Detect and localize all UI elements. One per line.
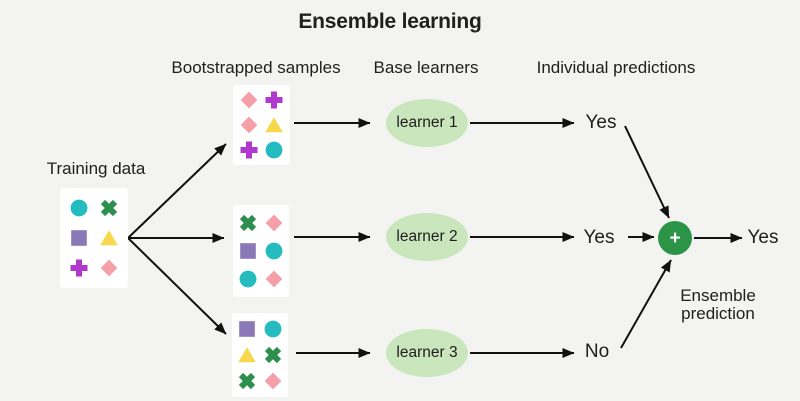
label-bootstrapped-samples: Bootstrapped samples bbox=[171, 58, 341, 77]
learner-2-node: learner 2 bbox=[386, 213, 468, 261]
cross-shape bbox=[263, 345, 283, 365]
learner-1-label: learner 1 bbox=[396, 114, 458, 131]
prediction-2-label: Yes bbox=[583, 227, 615, 248]
page-title: Ensemble learning bbox=[298, 10, 482, 33]
diamond-shape bbox=[263, 371, 283, 391]
triangle-shape bbox=[264, 115, 284, 135]
learner-1-node: learner 1 bbox=[386, 99, 468, 147]
learner-2-label: learner 2 bbox=[396, 228, 458, 245]
cross-shape bbox=[99, 198, 119, 218]
plus-shape bbox=[239, 140, 259, 160]
label-ensemble-prediction: Ensemble prediction bbox=[680, 287, 756, 323]
diamond-shape bbox=[264, 213, 284, 233]
triangle-shape bbox=[99, 228, 119, 248]
training-data-box bbox=[60, 188, 128, 288]
bootstrap-sample-box-1 bbox=[233, 85, 290, 165]
diamond-shape bbox=[264, 269, 284, 289]
plus-icon: + bbox=[669, 227, 681, 249]
arrow-prediction-1-to-aggregator bbox=[624, 125, 670, 219]
final-prediction-label: Yes bbox=[747, 227, 779, 248]
arrow-training-to-sample-3 bbox=[127, 237, 227, 335]
prediction-1-label: Yes bbox=[585, 112, 617, 133]
prediction-3-label: No bbox=[584, 341, 610, 362]
plus-shape bbox=[264, 90, 284, 110]
bootstrap-sample-box-3 bbox=[232, 313, 288, 397]
label-training-data: Training data bbox=[46, 159, 146, 178]
circle-shape bbox=[238, 269, 258, 289]
bootstrap-sample-box-2 bbox=[233, 205, 289, 297]
plus-shape bbox=[69, 258, 89, 278]
diamond-shape bbox=[99, 258, 119, 278]
label-base-learners: Base learners bbox=[373, 58, 479, 77]
cross-shape bbox=[238, 213, 258, 233]
ensemble-label-line-1: Ensemble bbox=[680, 286, 756, 305]
arrow-prediction-3-to-aggregator bbox=[620, 259, 672, 349]
cross-shape bbox=[237, 371, 257, 391]
learner-3-label: learner 3 bbox=[396, 344, 458, 361]
circle-shape bbox=[263, 319, 283, 339]
circle-shape bbox=[69, 198, 89, 218]
learner-3-node: learner 3 bbox=[386, 329, 468, 377]
label-individual-predictions: Individual predictions bbox=[536, 58, 696, 77]
triangle-shape bbox=[237, 345, 257, 365]
diamond-shape bbox=[239, 115, 259, 135]
circle-shape bbox=[264, 241, 284, 261]
square-shape bbox=[238, 241, 258, 261]
ensemble-label-line-2: prediction bbox=[681, 304, 755, 323]
diamond-shape bbox=[239, 90, 259, 110]
circle-shape bbox=[264, 140, 284, 160]
square-shape bbox=[237, 319, 257, 339]
aggregator-node: + bbox=[658, 221, 692, 255]
arrow-training-to-sample-1 bbox=[127, 143, 227, 239]
square-shape bbox=[69, 228, 89, 248]
